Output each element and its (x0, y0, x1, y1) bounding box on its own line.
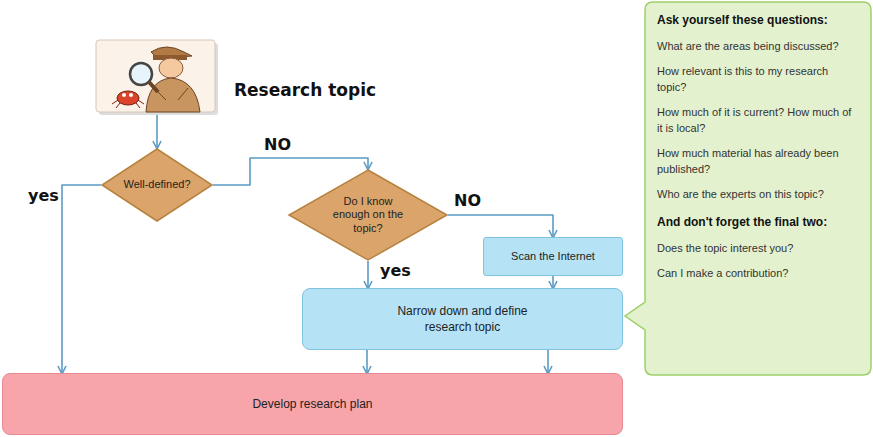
callout-text-group: Ask yourself these questions: What are th… (645, 2, 871, 300)
question-text: What are the areas being discussed? (657, 38, 859, 54)
diamond-text-group: Do I know enough on the topic? (329, 195, 407, 235)
callout-heading: And don't forget the final two: (657, 214, 859, 230)
decision-diamond: Well-defined? (101, 148, 213, 222)
question-text: Who are the experts on this topic? (657, 186, 859, 202)
callout-shape (625, 2, 871, 375)
process-box: Narrow down and define research topic (302, 288, 623, 350)
detective-illustration (96, 40, 218, 115)
flow-arrow (366, 350, 368, 373)
topic-illustration: Research topic (96, 40, 218, 115)
topic-title: Research topic (234, 80, 376, 100)
question-text: Does the topic interest you? (657, 240, 859, 256)
decision-label: Do I know enough on the topic? (329, 195, 407, 235)
box-label: Scan the Internet (511, 249, 595, 264)
edge-label: NO (262, 136, 293, 154)
box-text-group: Scan the Internet (511, 249, 595, 264)
box-label: Develop research plan (252, 396, 372, 412)
decision-diamond: Do I know enough on the topic? (288, 169, 448, 261)
edge-label: yes (26, 187, 61, 205)
diamond-text-group: Well-defined? (123, 178, 190, 191)
question-text: How much of it is current? How much of i… (657, 104, 859, 136)
question-text: Can I make a contribution? (657, 265, 859, 281)
flow-arrow (62, 185, 101, 373)
flow-arrow (547, 350, 549, 373)
box-text-group: Narrow down and define research topic (378, 303, 548, 335)
flow-arrow (552, 276, 554, 288)
process-box: Scan the Internet (483, 237, 623, 276)
question-text: How relevant is this to my research topi… (657, 63, 859, 95)
edge-label: NO (452, 192, 483, 210)
diamond-shape (289, 170, 447, 260)
box-label: Narrow down and define research topic (378, 303, 548, 335)
terminal-box: Develop research plan (2, 373, 623, 435)
edge-label: yes (378, 262, 413, 280)
diamond-shape (102, 149, 212, 221)
callout-box: Ask yourself these questions: What are th… (645, 2, 871, 375)
question-text: How much material has already been publi… (657, 145, 859, 177)
flow-arrow (367, 261, 369, 288)
box-text-group: Develop research plan (252, 396, 372, 412)
flow-arrow (448, 215, 553, 237)
flow-arrow (156, 115, 158, 148)
callout-heading: Ask yourself these questions: (657, 12, 859, 28)
flow-arrow (213, 158, 368, 185)
decision-label: Well-defined? (123, 178, 190, 191)
